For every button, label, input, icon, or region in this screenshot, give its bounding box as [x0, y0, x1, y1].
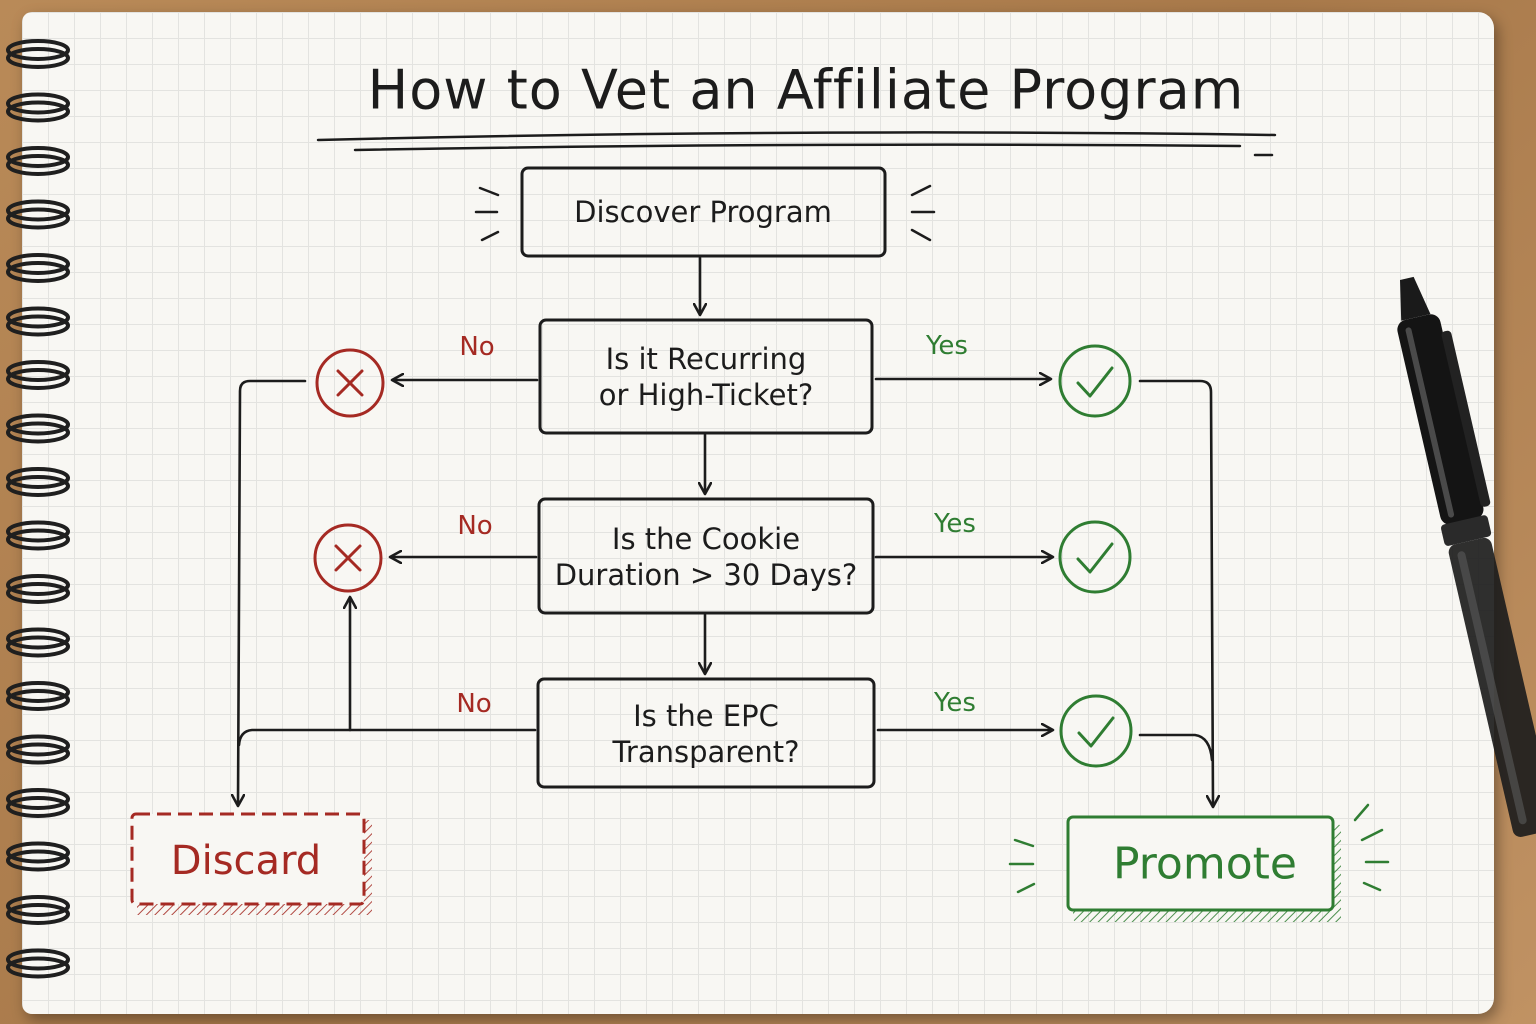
spiral-ring [6, 574, 70, 596]
q1-no-label: No [459, 331, 495, 362]
check-circle-icon [1059, 694, 1133, 768]
spiral-ring [6, 681, 70, 703]
spiral-ring [6, 956, 70, 979]
discover-label: Discover Program [574, 194, 832, 229]
question-2-line-1: Is the Cookie [611, 521, 801, 556]
emphasis-marks [474, 184, 936, 242]
spiral-ring [6, 841, 70, 864]
spiral-ring [6, 734, 70, 757]
spiral-ring [6, 895, 70, 917]
spiral-ring [6, 582, 70, 604]
question-3-box [536, 677, 876, 789]
discover-box [520, 166, 887, 258]
spiral-ring [6, 467, 70, 489]
spiral-ring [6, 421, 70, 444]
question-2-line-2: Duration > 30 Days? [554, 558, 858, 592]
q2-yes-label: Yes [934, 508, 976, 539]
q1-yes-label: Yes [926, 330, 968, 361]
question-2-label: Is the Cookie Duration > 30 Days? [555, 521, 858, 594]
q3-yes-label: Yes [934, 687, 976, 718]
route-accept-to-promote [1138, 379, 1213, 806]
spiral-ring [6, 39, 70, 61]
spiral-ring [6, 92, 70, 115]
spiral-ring [6, 849, 70, 872]
spiral-ring [6, 528, 70, 551]
discard-label: Discard [170, 838, 322, 884]
spiral-ring [6, 146, 70, 168]
x-circle-icon [315, 348, 385, 418]
question-1-line-2: or High-Ticket? [598, 378, 814, 412]
spiral-ring [6, 253, 70, 275]
discard-box [130, 812, 372, 915]
spiral-ring [6, 788, 70, 810]
q3-no-label: No [456, 688, 492, 719]
spiral-ring [6, 903, 70, 925]
check-circle-icon [1058, 344, 1132, 418]
spiral-ring [6, 368, 70, 390]
spiral-ring [6, 207, 70, 230]
spiral-ring [6, 635, 70, 658]
spiral-ring [6, 413, 70, 436]
check-circle-icon [1058, 520, 1132, 594]
spiral-ring [6, 742, 70, 765]
spiral-ring [6, 360, 70, 382]
route-q3-no-to-discard [237, 728, 537, 747]
spiral-ring [6, 796, 70, 818]
spiral-ring [6, 100, 70, 123]
question-3-line-2: Transparent? [612, 735, 800, 769]
spiral-ring [6, 520, 70, 543]
promote-box [1066, 815, 1341, 922]
spiral-ring [6, 261, 70, 283]
question-1-box [538, 318, 874, 435]
question-3-label: Is the EPC Transparent? [612, 698, 799, 771]
question-2-box [537, 497, 875, 615]
question-3-line-1: Is the EPC [633, 698, 779, 733]
question-1-line-1: Is it Recurring [605, 341, 807, 376]
question-1-label: Is it Recurring or High-Ticket? [599, 341, 814, 414]
spiral-ring [6, 199, 70, 222]
spiral-ring [6, 475, 70, 497]
x-circle-icon [313, 523, 383, 593]
spiral-binding [6, 39, 70, 979]
title-underline [316, 131, 1277, 157]
promote-emphasis-marks [1008, 803, 1390, 894]
route-q1-reject-to-discard [238, 379, 307, 805]
spiral-ring [6, 47, 70, 69]
route-q3-accept-to-promote [1138, 733, 1214, 762]
spiral-ring [6, 314, 70, 337]
spiral-ring [6, 627, 70, 650]
promote-label: Promote [1113, 838, 1297, 890]
page-title: How to Vet an Affiliate Program [367, 58, 1245, 122]
spiral-ring [6, 154, 70, 176]
spiral-ring [6, 689, 70, 711]
spiral-ring [6, 948, 70, 971]
q2-no-label: No [457, 510, 493, 541]
spiral-ring [6, 306, 70, 329]
